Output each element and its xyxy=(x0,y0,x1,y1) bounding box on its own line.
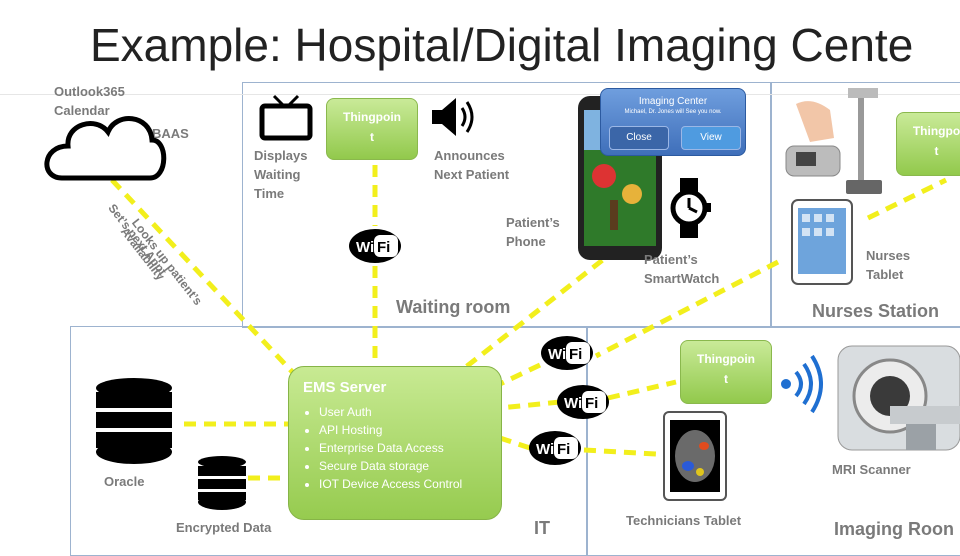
cloud-label-line1: Outlook365 xyxy=(54,84,125,99)
title-divider xyxy=(0,94,960,95)
wifi-icon-it-3: Wi Fi xyxy=(528,430,582,466)
connection-lines xyxy=(110,165,948,481)
mri-scanner-icon xyxy=(837,345,960,451)
svg-text:Fi: Fi xyxy=(557,441,570,458)
imaging-room-label: Imaging Roon xyxy=(834,519,954,539)
link-wifi3-tablet xyxy=(583,447,657,457)
tv-icon xyxy=(259,94,313,141)
link-phone-server xyxy=(460,246,620,372)
technicians-tablet-icon xyxy=(663,411,727,501)
ems-server-feature: Secure Data storage xyxy=(319,457,462,475)
thingpoint-waiting-line2: t xyxy=(370,130,374,144)
cloud-icon xyxy=(44,116,167,181)
wifi-icon-it-1: Wi Fi xyxy=(540,335,594,371)
thingpoint-waiting-line1: Thingpoin xyxy=(343,110,401,124)
tv-label-line3: Time xyxy=(254,186,285,201)
ems-server-title: EMS Server xyxy=(303,379,387,396)
popup-message: Michael, Dr. Jones will See you now. xyxy=(624,109,722,115)
thingpoint-imaging: Thingpoin t xyxy=(680,340,772,404)
link-nurses-thingpoint xyxy=(866,177,948,221)
speaker-label-line2: Next Patient xyxy=(434,167,510,182)
popup-title: Imaging Center xyxy=(638,96,708,107)
oracle-database-icon xyxy=(96,378,172,464)
phone-notification-popup: Imaging Center Michael, Dr. Jones will S… xyxy=(600,88,746,156)
thingpoint-nurses-line1: Thingpo xyxy=(912,124,960,138)
nurses-tablet-icon xyxy=(791,199,853,285)
phone-label-line1: Patient’s xyxy=(506,215,560,230)
nurses-tablet-label: Nurses Tablet xyxy=(866,246,910,284)
wireless-signal-icon xyxy=(781,354,823,414)
nurses-station-label: Nurses Station xyxy=(812,301,940,321)
slide-title: Example: Hospital/Digital Imaging Cente xyxy=(90,19,914,71)
svg-text:Wi: Wi xyxy=(548,346,566,363)
tv-label-line1: Displays xyxy=(254,148,308,163)
svg-text:Fi: Fi xyxy=(377,239,390,256)
popup-view-button[interactable]: View xyxy=(681,126,741,150)
baas-label: BAAS xyxy=(152,126,189,141)
waiting-room-label: Waiting room xyxy=(396,297,511,317)
thingpoint-imaging-line1: Thingpoin xyxy=(697,352,755,366)
wifi-icon-it-2: Wi Fi xyxy=(556,384,610,420)
link-nurses-wifi xyxy=(594,259,780,359)
mri-scanner-label: MRI Scanner xyxy=(832,462,911,477)
speaker-label: Announces Next Patient xyxy=(434,146,509,184)
tv-label-line2: Waiting xyxy=(254,167,301,182)
thingpoint-nurses-line2: t xyxy=(934,144,939,158)
technicians-tablet-label: Technicians Tablet xyxy=(626,513,742,528)
smartwatch-label-line2: SmartWatch xyxy=(644,271,720,286)
thingpoint-waiting: Thingpoin t xyxy=(326,98,418,160)
ems-server-feature: API Hosting xyxy=(319,421,462,439)
encrypted-data-label: Encrypted Data xyxy=(176,520,272,535)
ems-server-feature-list: User Auth API Hosting Enterprise Data Ac… xyxy=(303,403,462,493)
svg-text:Fi: Fi xyxy=(569,346,582,363)
oracle-label: Oracle xyxy=(104,474,145,489)
encrypted-database-icon xyxy=(198,456,246,510)
link-cloud-server xyxy=(110,178,300,380)
ems-server-feature: IOT Device Access Control xyxy=(319,475,462,493)
cloud-label-line2: Calendar xyxy=(54,103,110,118)
speaker-label-line1: Announces xyxy=(434,148,505,163)
ems-server-feature: User Auth xyxy=(319,403,462,421)
it-room-label: IT xyxy=(534,518,550,538)
wifi-icon-waiting: Wi Fi xyxy=(348,228,402,264)
smartwatch-icon xyxy=(670,178,711,238)
svg-text:Fi: Fi xyxy=(585,395,598,412)
ems-server: EMS Server User Auth API Hosting Enterpr… xyxy=(288,366,502,520)
nurses-tablet-label-line2: Tablet xyxy=(866,267,904,282)
scale-icon xyxy=(846,88,882,194)
nurses-tablet-label-line1: Nurses xyxy=(866,248,911,263)
link-wifi1-server xyxy=(498,362,542,387)
cloud-label: Outlook365 Calendar xyxy=(54,82,125,120)
tv-label: Displays Waiting Time xyxy=(254,146,307,203)
ems-server-feature: Enterprise Data Access xyxy=(319,439,462,457)
nurses-station xyxy=(770,82,960,328)
phone-label: Patient’s Phone xyxy=(506,213,560,251)
speaker-icon xyxy=(432,98,474,136)
thingpoint-nurses: Thingpo t xyxy=(896,112,960,176)
waiting-room xyxy=(242,82,772,328)
link-wifi2-server xyxy=(499,399,561,411)
smartwatch-label-line1: Patient’s xyxy=(644,252,698,267)
smartwatch-label: Patient’s SmartWatch xyxy=(644,250,719,288)
svg-text:Wi: Wi xyxy=(536,441,554,458)
link-wifi3-server xyxy=(499,435,531,451)
popup-close-button[interactable]: Close xyxy=(609,126,669,150)
phone-label-line2: Phone xyxy=(506,234,546,249)
link-wifi2-thingpoint xyxy=(607,379,677,401)
svg-text:Wi: Wi xyxy=(564,395,582,412)
svg-text:Wi: Wi xyxy=(356,239,374,256)
thingpoint-imaging-line2: t xyxy=(724,372,728,386)
blood-pressure-icon xyxy=(785,101,841,177)
